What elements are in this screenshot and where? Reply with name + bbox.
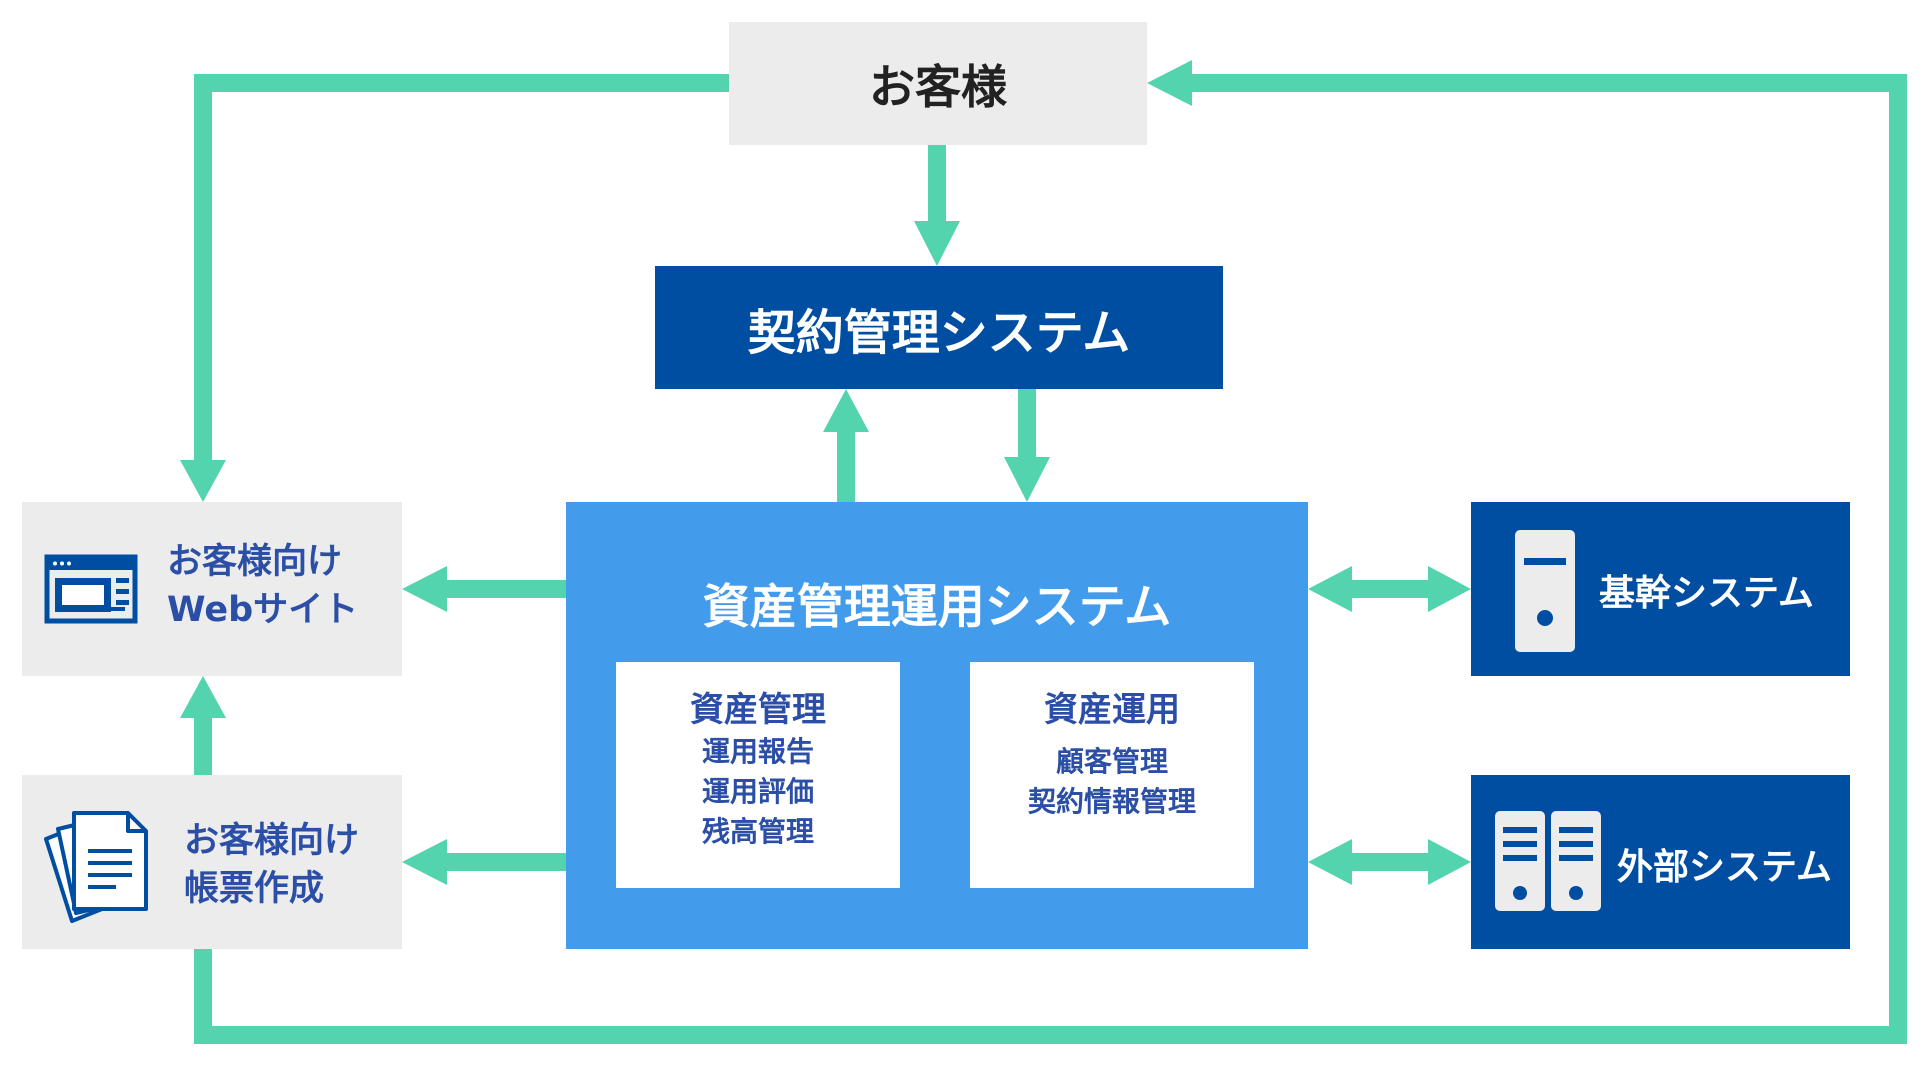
asset-operation-title: 資産運用: [1044, 690, 1180, 730]
asset-management-box: 資産管理 運用報告 運用評価 残高管理: [616, 662, 900, 888]
asset-system-label: 資産管理運用システム: [702, 580, 1172, 635]
server-rack-icon: [1495, 811, 1601, 911]
documents-icon: [44, 811, 148, 923]
customer-label: お客様: [869, 59, 1007, 114]
customer-forms-line1: お客様向け: [184, 821, 360, 861]
asset-operation-box: 資産運用 顧客管理 契約情報管理: [970, 662, 1254, 888]
list-item: 残高管理: [701, 815, 814, 848]
customer-web-line2: Webサイト: [167, 590, 359, 630]
arrow-forms-to-web: [180, 676, 226, 775]
contract-system-box: 契約管理システム: [655, 266, 1223, 389]
arrow-asset-core-bidirectional: [1308, 566, 1471, 612]
arrow-customer-to-contract: [914, 145, 960, 266]
arrow-asset-to-web: [402, 566, 566, 612]
asset-system-box: 資産管理運用システム 資産管理 運用報告 運用評価 残高管理 資産運用 顧客管理…: [566, 502, 1308, 949]
asset-management-title: 資産管理: [690, 690, 826, 730]
arrow-forms-to-customer: [194, 60, 1907, 1044]
core-system-box: 基幹システム: [1471, 502, 1850, 676]
arrow-contract-to-asset: [1004, 389, 1050, 502]
customer-forms-line2: 帳票作成: [184, 869, 325, 909]
server-tower-icon: [1515, 530, 1575, 652]
arrow-customer-to-web: [180, 74, 729, 502]
external-system-box: 外部システム: [1471, 775, 1850, 949]
list-item: 契約情報管理: [1027, 785, 1196, 818]
customer-web-label: お客様向け Webサイト: [167, 538, 358, 634]
arrow-asset-to-contract: [823, 389, 869, 502]
customer-box: お客様: [729, 22, 1147, 145]
core-system-label: 基幹システム: [1599, 573, 1814, 614]
arrow-asset-external-bidirectional: [1308, 839, 1471, 885]
customer-web-line1: お客様向け: [167, 542, 343, 582]
customer-web-box: お客様向け Webサイト: [22, 502, 402, 676]
asset-management-list: 運用報告 運用評価 残高管理: [616, 732, 900, 852]
list-item: 運用評価: [701, 775, 814, 808]
customer-forms-box: お客様向け 帳票作成: [22, 775, 402, 949]
list-item: 顧客管理: [1055, 745, 1168, 778]
asset-operation-list: 顧客管理 契約情報管理: [970, 742, 1254, 822]
arrow-asset-to-forms: [402, 839, 566, 885]
list-item: 運用報告: [701, 735, 814, 768]
customer-forms-label: お客様向け 帳票作成: [184, 817, 359, 913]
contract-system-label: 契約管理システム: [747, 304, 1131, 361]
external-system-label: 外部システム: [1617, 847, 1832, 888]
browser-window-icon: [44, 554, 138, 624]
